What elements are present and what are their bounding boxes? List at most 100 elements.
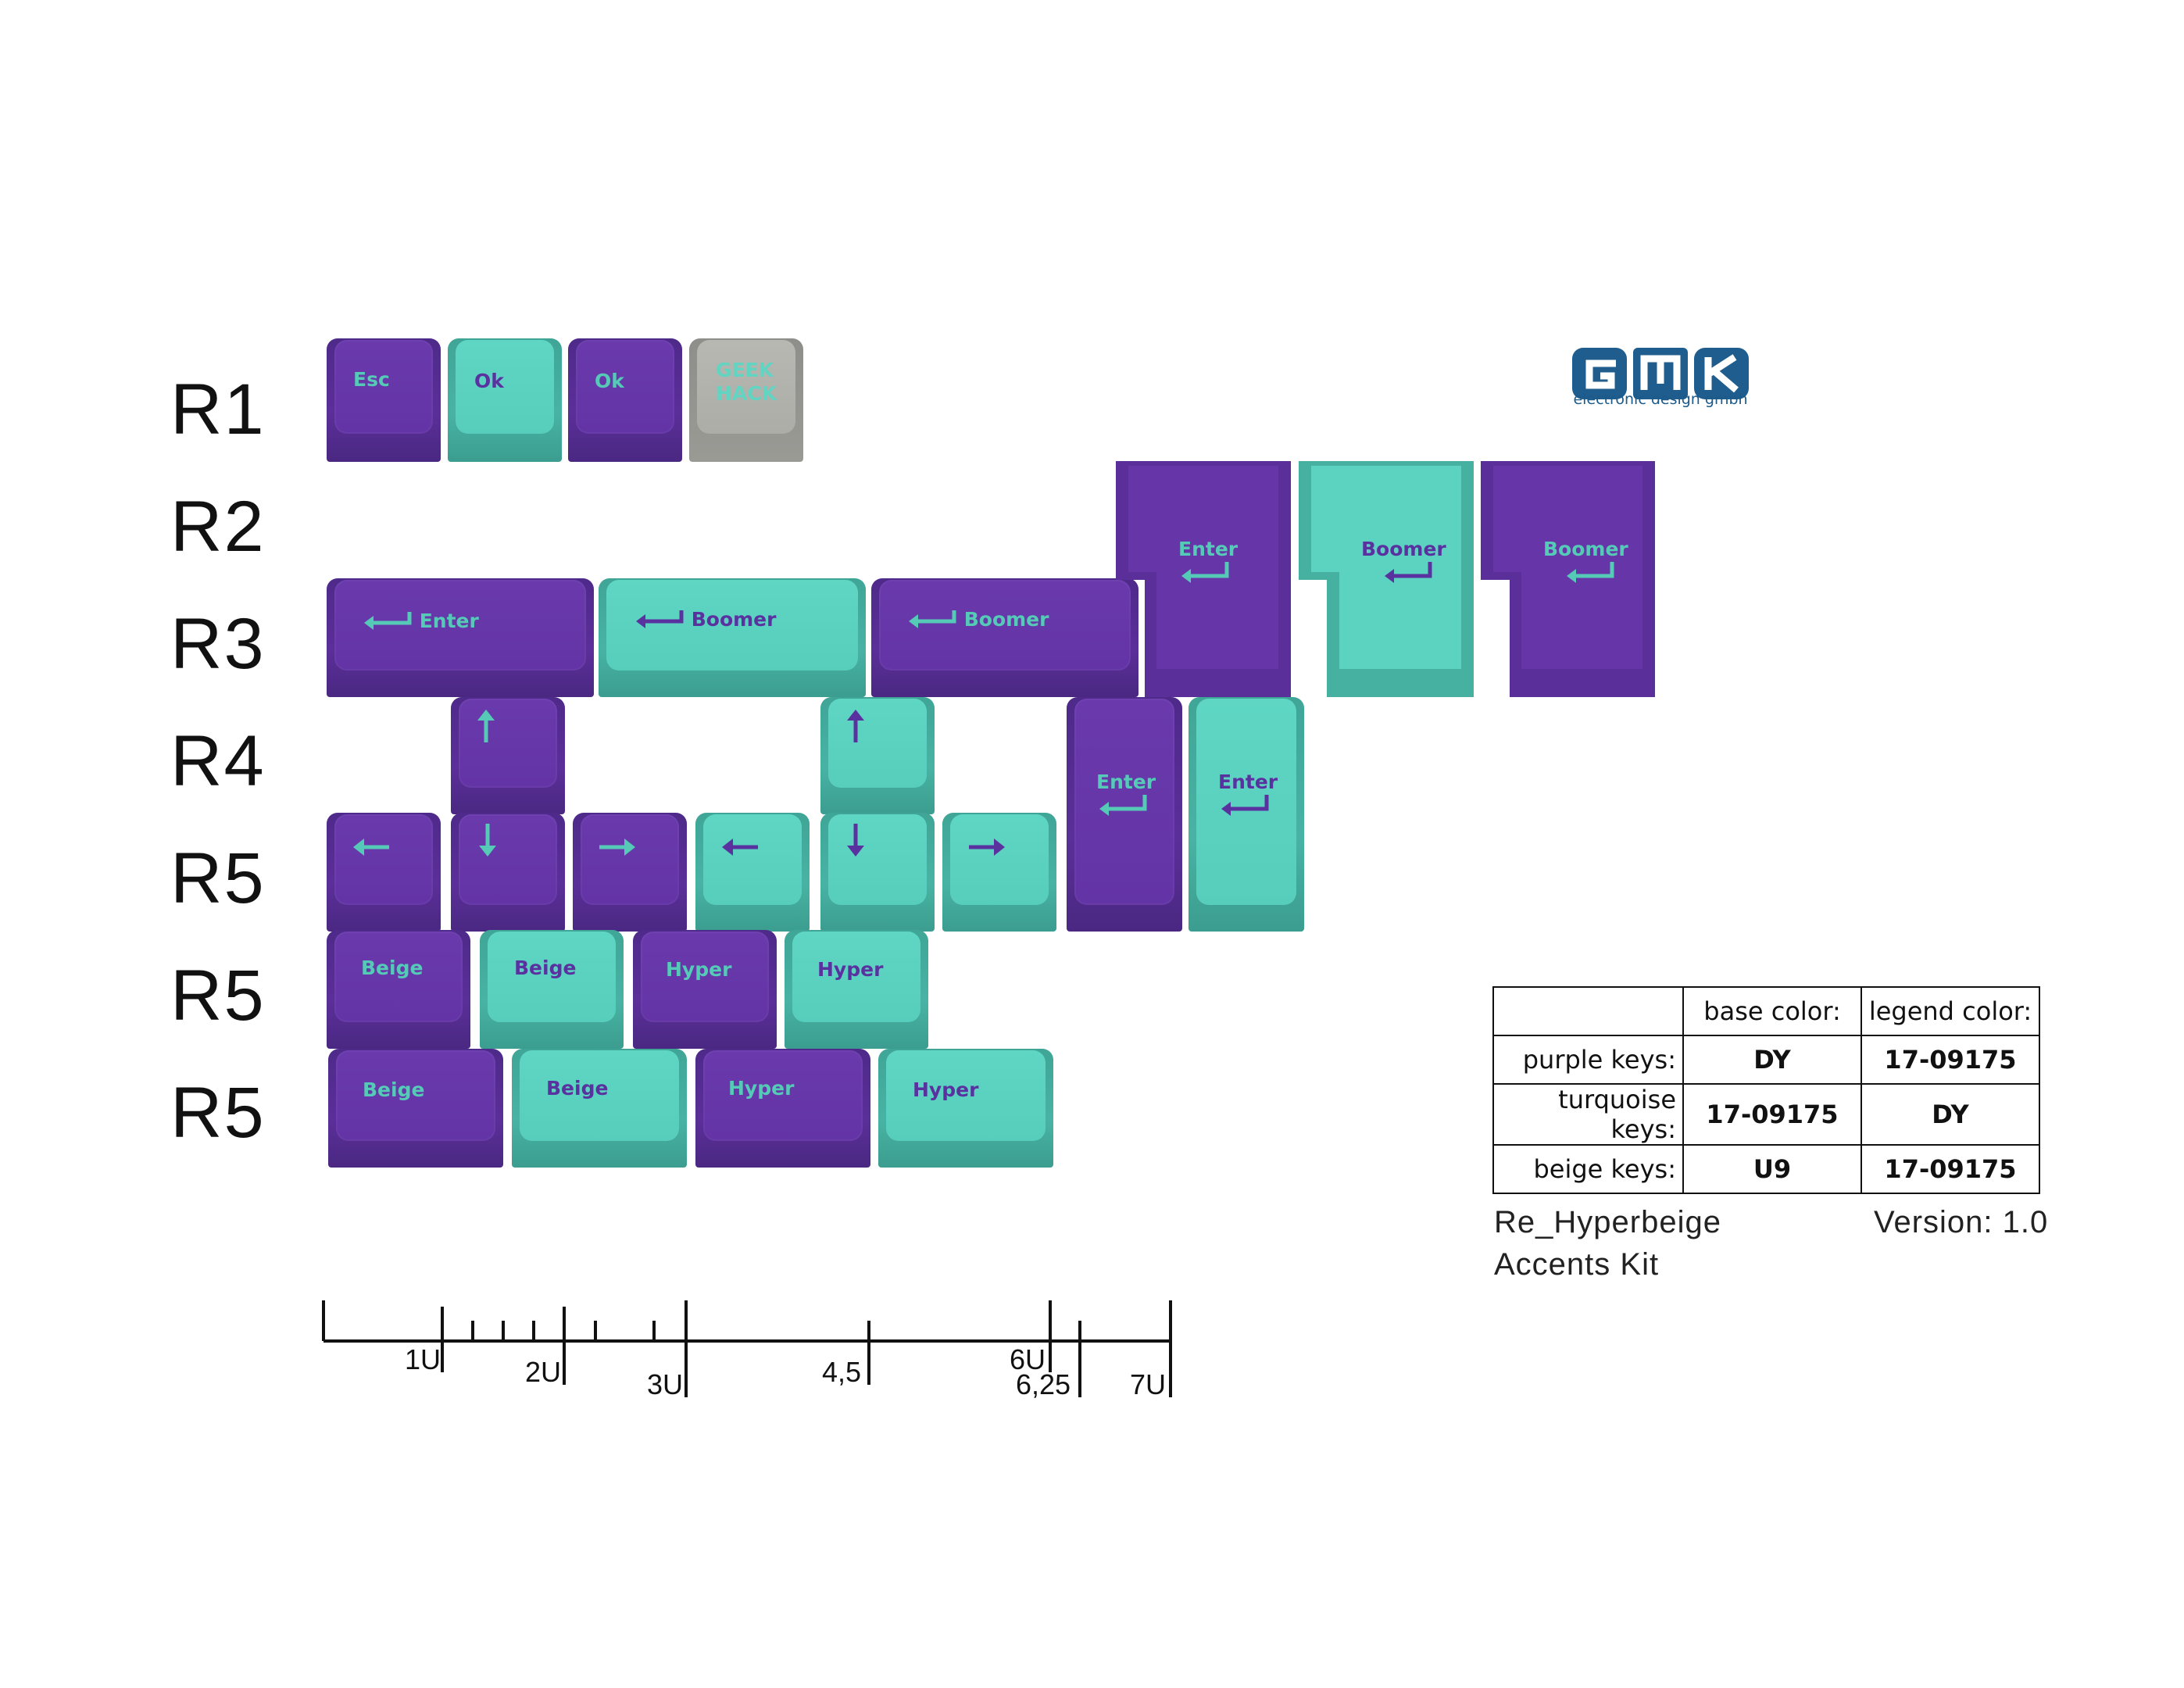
keycap-iso-enter-turq (1299, 461, 1474, 697)
table-cell (1492, 986, 1684, 1036)
ruler-label: 1U (405, 1343, 441, 1375)
arrow-left-icon (722, 839, 758, 856)
keycap-arrow-left (327, 813, 441, 932)
keycap-legend: Beige (361, 957, 424, 979)
keycap-legend: Boomer (1361, 538, 1446, 587)
return-arrow-icon (1567, 562, 1614, 583)
keycap-arrow-down (820, 813, 935, 932)
return-arrow-icon (1099, 795, 1147, 816)
keycap-legend: Enter (1178, 538, 1238, 587)
keycap-iso-enter-purple-2 (1481, 461, 1655, 697)
keycap-legend-text: Enter (1096, 771, 1156, 793)
return-arrow-icon (909, 610, 956, 628)
table-cell: purple keys: (1492, 1035, 1684, 1085)
keycap-arrow-right (573, 813, 687, 932)
ruler-label: 6U (1010, 1343, 1046, 1375)
row-label-r1: R1 (170, 370, 266, 449)
keycap-hyper: Hyper (785, 930, 928, 1049)
return-arrow-icon (1385, 562, 1432, 583)
keycap-enter-wide: Enter (327, 578, 594, 697)
keycap-legend: Ok (474, 370, 504, 392)
keycap-legend: Hyper (913, 1078, 979, 1101)
ruler-label: 3U (647, 1368, 683, 1400)
keycap-legend: Enter (361, 610, 479, 634)
gmk-logo-subtitle: electronic design gmbh (1573, 391, 1748, 408)
arrow-right-icon (599, 839, 635, 856)
keycap-legend: Beige (363, 1078, 425, 1101)
table-cell: 17-09175 (1861, 1144, 2040, 1194)
keycap-legend: Hyper (817, 958, 884, 981)
table-cell: turquoise keys: (1492, 1083, 1684, 1146)
keycap-tall-enter: Enter (1189, 697, 1304, 932)
keycap-legend (352, 835, 391, 857)
keycap-esc: Esc (327, 338, 441, 462)
row-label-r5-mod2: R5 (170, 1073, 266, 1153)
keycap-ok: Ok (448, 338, 562, 462)
keycap-legend (844, 708, 867, 744)
table-row: turquoise keys: 17-09175 DY (1492, 1083, 2040, 1146)
keycap-ok: Ok (568, 338, 682, 462)
ruler-label: 4,5 (822, 1356, 861, 1388)
keycap-legend (844, 822, 867, 858)
keycap-legend: Esc (353, 368, 390, 391)
keycap-boomer-wide: Boomer (871, 578, 1138, 697)
ruler-label: 7U (1130, 1368, 1166, 1400)
ruler-label: 6,25 (1016, 1368, 1071, 1400)
keycap-legend: Enter (1218, 771, 1278, 820)
keycap-tall-enter: Enter (1067, 697, 1182, 932)
keycap-legend-text: Boomer (963, 608, 1049, 631)
keycap-legend (474, 708, 498, 744)
keycap-legend: Boomer (1543, 538, 1628, 587)
keycap-arrow-up (820, 697, 935, 814)
kit-version: Version: 1.0 (1874, 1205, 2049, 1239)
row-label-r3: R3 (170, 604, 266, 684)
table-cell: DY (1682, 1035, 1862, 1085)
keycap-beige: Beige (512, 1049, 687, 1168)
keycap-legend (967, 835, 1006, 857)
return-arrow-icon (1221, 795, 1269, 816)
keycap-legend: Boomer (906, 608, 1049, 632)
row-label-r5: R5 (170, 839, 266, 918)
keycap-legend: GEEK HACK (716, 359, 777, 405)
table-row: purple keys: DY 17-09175 (1492, 1035, 2040, 1085)
arrow-up-icon (847, 710, 864, 742)
keycap-legend-text: Boomer (1361, 538, 1446, 560)
ruler-label: 2U (525, 1356, 561, 1388)
keycap-legend: Hyper (728, 1077, 795, 1100)
gmk-logo (1572, 348, 1749, 399)
kit-name-line2: Accents Kit (1494, 1247, 1660, 1282)
keycap-arrow-left (695, 813, 810, 932)
keycap-beige: Beige (480, 930, 624, 1049)
table-row: beige keys: U9 17-09175 (1492, 1144, 2040, 1194)
keycap-legend (598, 835, 637, 857)
table-cell: 17-09175 (1682, 1083, 1862, 1146)
arrow-down-icon (479, 824, 496, 857)
keycap-legend: Enter (1096, 771, 1156, 820)
keycap-legend (476, 822, 499, 858)
keycap-beige: Beige (327, 930, 470, 1049)
keycap-legend-text: Enter (1218, 771, 1278, 793)
keycap-legend-text: Boomer (1543, 538, 1628, 560)
table-cell: DY (1861, 1083, 2040, 1146)
row-label-r5-mod1: R5 (170, 956, 266, 1035)
return-arrow-icon (364, 612, 412, 630)
table-cell: U9 (1682, 1144, 1862, 1194)
keycap-legend (720, 835, 760, 857)
row-label-r4: R4 (170, 721, 266, 801)
keycap-hyper: Hyper (878, 1049, 1053, 1168)
keycap-legend: Beige (514, 957, 577, 979)
keycap-hyper: Hyper (695, 1049, 870, 1168)
kit-name-line1: Re_Hyperbeige (1494, 1205, 1721, 1239)
return-arrow-icon (1181, 562, 1229, 583)
keycap-hyper: Hyper (633, 930, 777, 1049)
arrow-right-icon (969, 839, 1005, 856)
table-cell: beige keys: (1492, 1144, 1684, 1194)
table-header: base color: (1682, 986, 1862, 1036)
keycap-arrow-right (942, 813, 1056, 932)
keycap-beige: Beige (328, 1049, 503, 1168)
table-cell: 17-09175 (1861, 1035, 2040, 1085)
keycap-legend-text: Enter (1178, 538, 1239, 560)
keycap-arrow-up (451, 697, 565, 814)
keycap-legend: Boomer (633, 608, 776, 632)
